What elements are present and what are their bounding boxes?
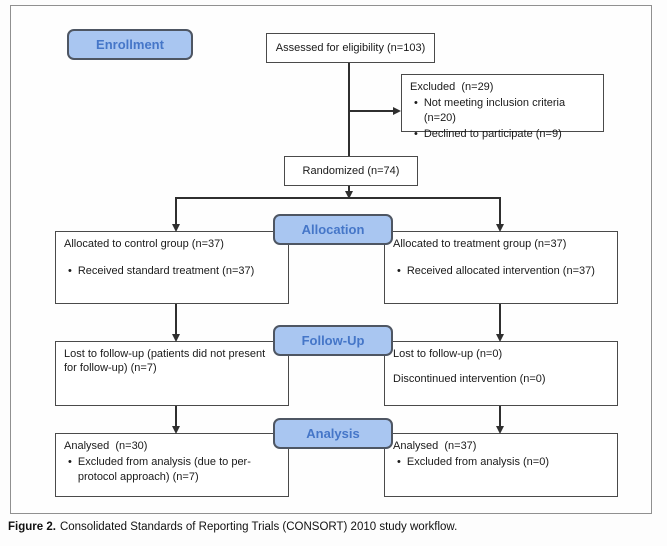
stage-label-followup: Follow-Up [273, 325, 393, 356]
bullet-item: • Received standard treatment (n=37) [64, 264, 280, 278]
box-title: Allocated to treatment group (n=37) [393, 238, 567, 250]
figure-caption-text: Consolidated Standards of Reporting Tria… [59, 521, 458, 533]
connector-alloc-left-down [175, 304, 177, 335]
box-title: Allocated to control group (n=37) [64, 238, 224, 250]
connector-alloc-right-down [499, 304, 501, 335]
stage-label-text: Follow-Up [301, 333, 365, 348]
bullet-text: Received allocated intervention (n=37) [406, 265, 595, 278]
bullet-icon: • [397, 456, 401, 469]
connector-branch-horizontal [175, 197, 501, 199]
connector-to-excluded [349, 110, 395, 112]
connector-followup-left-down [175, 406, 177, 427]
diagram-frame: Enrollment Allocation Follow-Up Analysis [10, 5, 652, 514]
connector-randomized-down [348, 184, 350, 197]
stage-label-text: Allocation [301, 222, 365, 237]
bullet-text: Excluded from analysis (due to per-proto… [77, 456, 251, 483]
connector-assessed-to-randomized [348, 61, 350, 156]
box-title: Analysed (n=30) [64, 440, 148, 452]
bullet-item: • Not meeting inclusion criteria (n=20) [410, 96, 595, 125]
arrowhead-branch [344, 191, 353, 199]
arrowhead-analysis-right [495, 426, 504, 434]
connector-followup-right-down [499, 406, 501, 427]
box-analysed-control: Analysed (n=30) • Excluded from analysis… [55, 433, 289, 497]
box-lost-followup-treatment: Lost to follow-up (n=0) Discontinued int… [384, 341, 618, 406]
box-text: Randomized (n=74) [302, 164, 400, 177]
bullet-text: Received standard treatment (n=37) [77, 265, 255, 278]
bullet-icon: • [68, 265, 72, 278]
box-title: Analysed (n=37) [393, 440, 477, 452]
arrowhead-alloc-right [495, 224, 504, 232]
bullet-item: • Excluded from analysis (n=0) [393, 455, 609, 469]
connector-branch-right [499, 197, 501, 225]
arrowhead-followup-left [171, 334, 180, 342]
bullet-item: • Received allocated intervention (n=37) [393, 264, 609, 278]
arrowhead-analysis-left [171, 426, 180, 434]
box-lost-followup-control: Lost to follow-up (patients did not pres… [55, 341, 289, 406]
box-text: Lost to follow-up (n=0) [393, 348, 503, 360]
spacer [393, 361, 609, 372]
spacer [64, 251, 280, 262]
stage-label-analysis: Analysis [273, 418, 393, 449]
stage-label-enrollment: Enrollment [67, 29, 193, 60]
bullet-icon: • [397, 265, 401, 278]
bullet-text: Excluded from analysis (n=0) [406, 456, 550, 469]
bullet-icon: • [414, 127, 418, 140]
arrowhead-excluded [393, 106, 401, 115]
bullet-item: • Declined to participate (n=9) [410, 127, 595, 141]
box-randomized: Randomized (n=74) [284, 156, 418, 186]
box-text: Assessed for eligibility (n=103) [275, 41, 426, 54]
box-analysed-treatment: Analysed (n=37) • Excluded from analysis… [384, 433, 618, 497]
bullet-text: Not meeting inclusion criteria (n=20) [423, 97, 566, 124]
connector-branch-left [175, 197, 177, 225]
bullet-icon: • [414, 97, 418, 110]
figure-caption-label: Figure 2. [8, 521, 56, 533]
box-assessed-eligibility: Assessed for eligibility (n=103) [266, 33, 435, 63]
bullet-icon: • [68, 456, 72, 469]
box-excluded: Excluded (n=29) • Not meeting inclusion … [401, 74, 604, 140]
stage-label-allocation: Allocation [273, 214, 393, 245]
box-text: Discontinued intervention (n=0) [393, 373, 546, 386]
box-title: Excluded (n=29) [410, 81, 494, 93]
spacer [393, 251, 609, 262]
stage-label-text: Analysis [306, 426, 360, 441]
box-allocated-control: Allocated to control group (n=37) • Rece… [55, 231, 289, 304]
bullet-item: • Excluded from analysis (due to per-pro… [64, 455, 280, 484]
figure-caption: Figure 2.Consolidated Standards of Repor… [8, 521, 457, 533]
arrowhead-followup-right [495, 334, 504, 342]
box-allocated-treatment: Allocated to treatment group (n=37) • Re… [384, 231, 618, 304]
arrowhead-alloc-left [171, 224, 180, 232]
stage-label-text: Enrollment [96, 37, 164, 52]
box-text: Lost to follow-up (patients did not pres… [64, 348, 266, 375]
bullet-text: Declined to participate (n=9) [423, 127, 562, 140]
